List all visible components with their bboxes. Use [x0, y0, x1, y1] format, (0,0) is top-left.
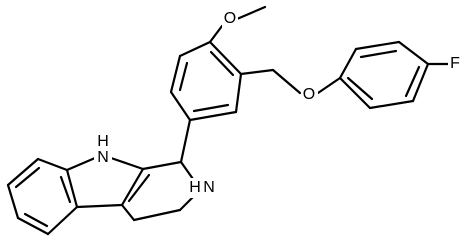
bond-ring-a-1 [208, 40, 243, 76]
atom-label-amine-nh: N [203, 179, 215, 196]
bond-benzo-5 [46, 205, 79, 236]
bond-ch2-1 [239, 68, 275, 76]
atom-label-methoxy-o: O [224, 10, 236, 27]
bond-layer [6, 5, 450, 236]
label-bg-fluorine [448, 55, 462, 73]
atom-label-ether-o: O [303, 86, 315, 103]
atom-label-amine-nh-h: H [189, 179, 201, 196]
bond-ring-a-double-3 [178, 61, 189, 92]
bond-c3-c4 [132, 208, 182, 222]
bond-benzo-double-2 [14, 166, 41, 189]
bond-ring-a-double-2 [192, 103, 230, 113]
bond-ring-b-3 [397, 40, 430, 66]
bond-c4-c4a [120, 203, 136, 222]
bond-n9-c8a [65, 156, 97, 172]
bond-c9a-n9 [109, 156, 145, 171]
bond-ring-b-4 [411, 62, 430, 103]
bond-benzo-2 [6, 157, 40, 187]
bond-c8a-c4b [65, 168, 79, 209]
bond-ring-b-double-2 [404, 65, 421, 98]
atom-label-layer: O O F H N H N [94, 10, 462, 198]
bond-benzo-1 [36, 157, 69, 172]
bond-o-aryl [208, 24, 224, 44]
bond-ring-a-double-1 [209, 50, 235, 77]
bond-n2-c3 [178, 195, 195, 212]
bond-c4a-c9a [120, 167, 145, 207]
label-bg-methoxy-o [222, 10, 238, 28]
bond-methyl-o [235, 5, 267, 21]
bond-ring-a-3 [188, 110, 238, 122]
atom-label-fluorine: F [450, 55, 460, 72]
bond-c1-c9a [141, 160, 183, 171]
bond-ring-b-6 [338, 76, 372, 110]
bond-ch2-2 [271, 68, 302, 95]
bond-ring-b-double-3 [346, 76, 374, 101]
atom-label-indole-nh: N [97, 149, 109, 166]
label-bg-indole-nh [94, 133, 112, 167]
bond-c4b-c4a [75, 203, 124, 209]
atom-label-indole-nh-h: H [97, 133, 109, 150]
label-bg-amine-nh [187, 178, 217, 198]
bond-c1-n2 [179, 160, 195, 181]
bond-o-phenyl [316, 76, 342, 95]
bond-ring-a-6 [178, 40, 212, 58]
bond-benzo-double-3 [23, 212, 49, 228]
bond-ring-b-1 [338, 47, 358, 80]
bond-ring-b-double-1 [359, 49, 398, 59]
bond-aryl-c1 [179, 118, 192, 164]
bond-c4a-c9a-double [127, 173, 151, 203]
bond-benzo-4 [16, 216, 50, 236]
bond-benzo-double-1 [59, 175, 72, 204]
bond-benzo-3 [6, 183, 20, 220]
bond-ring-a-5 [169, 54, 182, 94]
bond-ring-b-5 [368, 99, 415, 110]
bond-ring-a-2 [234, 72, 243, 114]
label-bg-ether-o [301, 86, 318, 104]
bond-ring-a-4 [169, 90, 192, 122]
bond-ring-b-2 [354, 40, 401, 51]
